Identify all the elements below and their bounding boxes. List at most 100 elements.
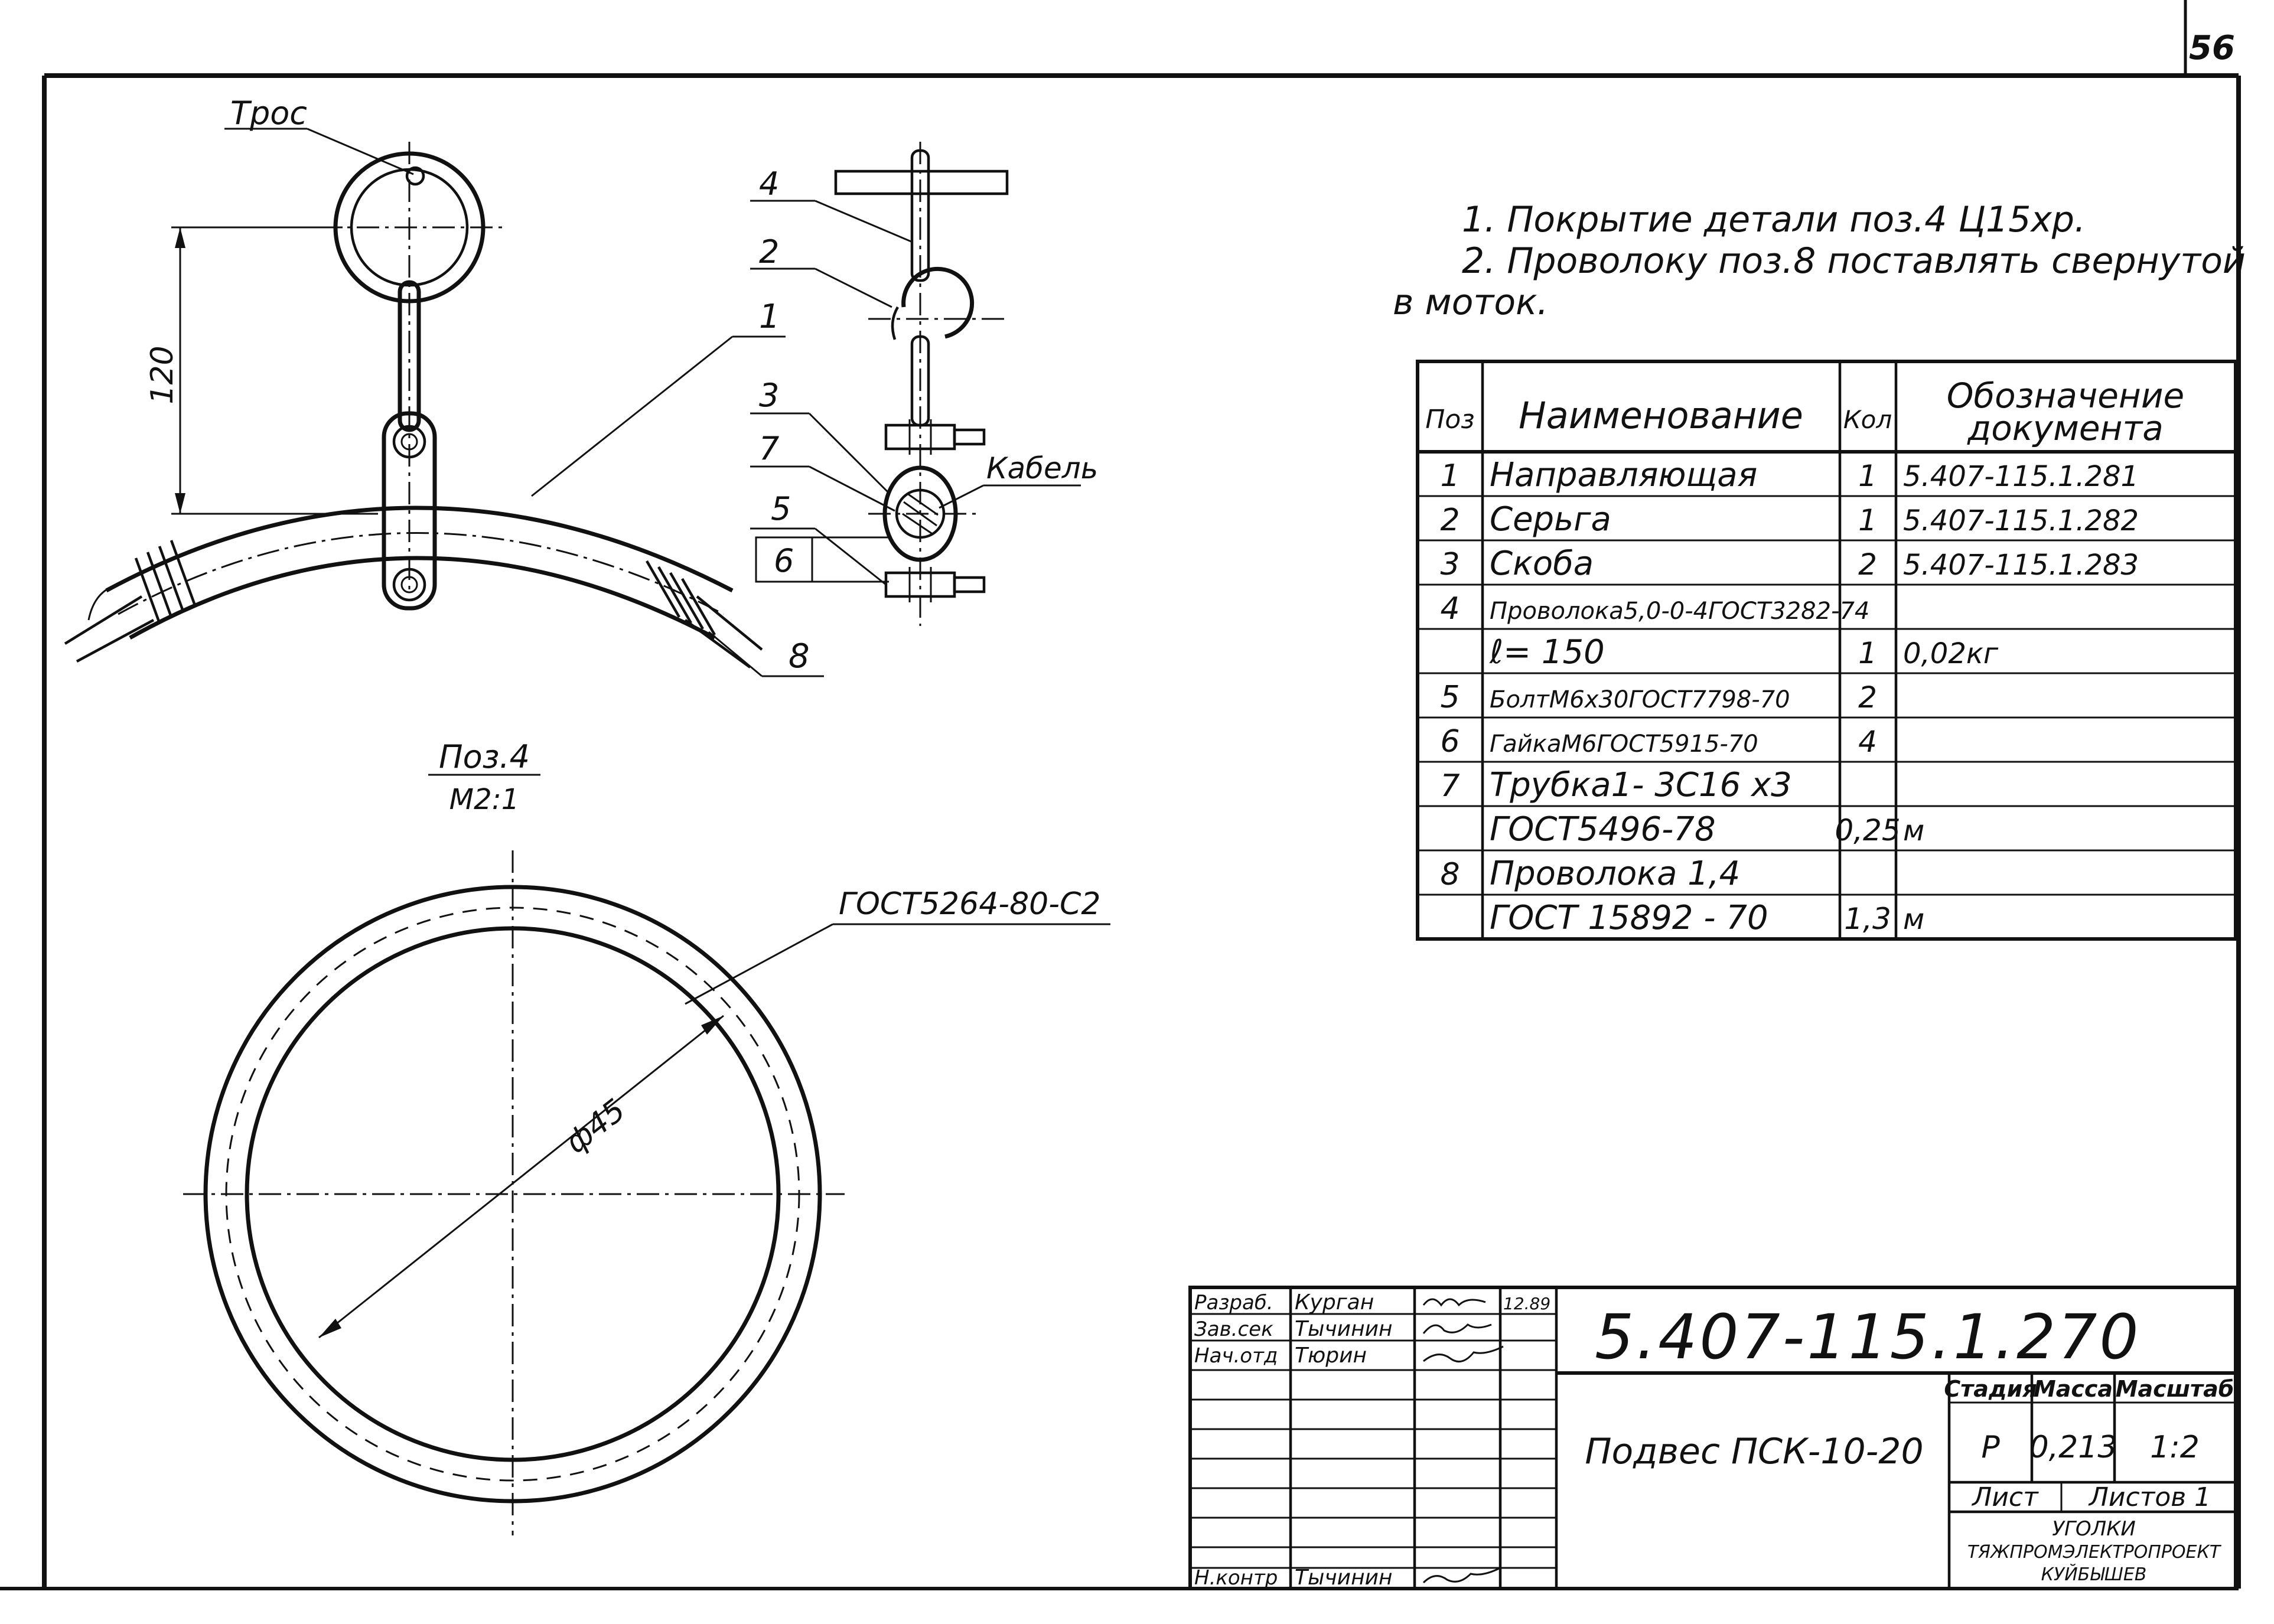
leader-2: 2 <box>759 233 779 270</box>
main-view: Трос <box>64 94 824 677</box>
note-3: в моток. <box>1393 282 1548 323</box>
cell-pos: 1 <box>1440 458 1459 494</box>
mass-label: Масса <box>2034 1376 2113 1402</box>
stage-value: Р <box>1981 1430 2000 1465</box>
leader-6: 6 <box>774 542 794 579</box>
cell-qty: 1 <box>1858 503 1877 537</box>
col-header-doc-2: документа <box>1967 408 2164 448</box>
cell-doc: 5.407-115.1.283 <box>1903 549 2139 582</box>
signer-role: Нач.отд <box>1194 1344 1278 1368</box>
material-label: ГОСТ5264-80-С2 <box>839 886 1100 922</box>
cell-name: ГОСТ5496-78 <box>1490 810 1716 849</box>
hanger-link <box>398 280 421 432</box>
table-row: 2 Серьга 1 5.407-115.1.282 <box>1440 500 2139 539</box>
mass-value: 0,213 <box>2029 1430 2117 1465</box>
stage-label: Стадия <box>1944 1376 2037 1402</box>
cell-pos: 4 <box>1440 591 1459 627</box>
cell-qty: 1,3 <box>1844 902 1891 936</box>
col-header-pos: Поз <box>1425 405 1474 435</box>
cell-qty: 0,25 <box>1835 813 1900 847</box>
cell-qty: 2 <box>1858 547 1877 582</box>
signer-name: Тычинин <box>1295 1317 1393 1341</box>
signatures <box>1422 1298 1504 1584</box>
cable-label: Кабель <box>986 451 1098 485</box>
sheet-label: Лист <box>1971 1482 2039 1512</box>
cell-doc: 5.407-115.1.281 <box>1903 460 2139 493</box>
cell-pos: 6 <box>1440 724 1459 759</box>
drawing-title: Подвес ПСК-10-20 <box>1585 1431 1923 1472</box>
wire-pos4 <box>910 149 930 282</box>
cell-pos: 8 <box>1440 857 1459 892</box>
leader-1: 1 <box>759 298 780 336</box>
signer-role: Н.контр <box>1194 1566 1278 1590</box>
cell-name: ГОСТ 15892 - 70 <box>1490 899 1768 937</box>
side-view: 4 2 3 7 5 6 Кабель <box>750 142 1098 626</box>
org-line-3: КУЙБЫШЕВ <box>2041 1564 2147 1585</box>
table-row: 5 БолтМ6х30ГОСТ7798-70 2 <box>1440 680 1876 715</box>
cell-qty: 1 <box>1858 636 1877 670</box>
notes: 1. Покрытие детали поз.4 Ц15хр. 2. Прово… <box>1393 199 2246 323</box>
cell-doc: м <box>1903 903 1924 936</box>
cell-name: Серьга <box>1490 500 1611 539</box>
cell-name: Проволока 1,4 <box>1490 855 1740 893</box>
signer-row: Н.контр Тычинин <box>1194 1566 1393 1590</box>
leader-4: 4 <box>759 165 779 203</box>
table-row: 8 Проволока 1,4 <box>1440 855 1740 893</box>
cell-name: Проволока5,0-0-4ГОСТ3282-74 <box>1490 598 1869 625</box>
dim-120: 120 <box>145 345 180 404</box>
spec-table: Поз Наименование Кол Обозначение докумен… <box>1416 360 2237 941</box>
cell-name: Скоба <box>1490 544 1594 583</box>
signer-row: Нач.отд Тюрин <box>1194 1343 1367 1368</box>
signer-name: Курган <box>1295 1290 1374 1315</box>
detail-title: Поз.4 <box>439 738 530 775</box>
scale-label: Масштаб <box>2116 1376 2234 1402</box>
sheets-label: Листов 1 <box>2088 1482 2211 1512</box>
col-header-doc-1: Обозначение <box>1947 376 2184 416</box>
signer-role: Зав.сек <box>1194 1318 1273 1341</box>
cell-name: БолтМ6х30ГОСТ7798-70 <box>1490 686 1790 713</box>
signer-name: Тычинин <box>1295 1566 1393 1590</box>
cell-name: ГайкаМ6ГОСТ5915-70 <box>1490 731 1758 758</box>
org-line-2: ТЯЖПРОМЭЛЕКТРОПРОЕКТ <box>1967 1542 2222 1563</box>
cell-doc: 5.407-115.1.282 <box>1903 504 2139 537</box>
cell-qty: 4 <box>1858 725 1877 759</box>
table-row: 3 Скоба 2 5.407-115.1.283 <box>1440 544 2139 583</box>
cell-pos: 5 <box>1440 680 1459 715</box>
col-header-name: Наименование <box>1519 394 1803 437</box>
cell-name: Направляющая <box>1490 456 1757 494</box>
leader-3: 3 <box>759 377 779 414</box>
leader-5: 5 <box>771 490 791 527</box>
leader-8: 8 <box>789 637 810 676</box>
cell-pos: 2 <box>1440 503 1459 538</box>
note-1: 1. Покрытие детали поз.4 Ц15хр. <box>1462 199 2086 240</box>
col-header-qty: Кол <box>1843 405 1892 434</box>
cell-pos: 7 <box>1440 768 1459 804</box>
note-2: 2. Проволоку поз.8 поставлять свернутой <box>1462 240 2246 282</box>
cell-pos: 3 <box>1440 547 1459 582</box>
table-row: 4 Проволока5,0-0-4ГОСТ3282-74 <box>1440 591 1869 627</box>
signer-name: Тюрин <box>1295 1343 1367 1368</box>
rope-section <box>405 166 425 186</box>
cell-qty: 2 <box>1858 680 1877 715</box>
spec-rows: 1 Направляющая 1 5.407-115.1.281 2 Серьга 1 5.4… <box>1440 456 2139 937</box>
table-row: ℓ= 150 1 0,02кг <box>1489 633 1999 671</box>
table-row: 6 ГайкаМ6ГОСТ5915-70 4 <box>1440 724 1876 759</box>
detail-scale: М2:1 <box>449 783 520 816</box>
sheet-number: 56 <box>2189 29 2235 67</box>
detail-view: Поз.4 М2:1 ф45 ГОСТ5264-80-С2 <box>183 738 1110 1535</box>
wire-wrap-right <box>646 560 716 636</box>
cell-doc: 0,02кг <box>1903 637 1999 670</box>
scale-value: 1:2 <box>2150 1430 2200 1465</box>
signer-date: 12.89 <box>1503 1294 1550 1313</box>
cell-name: ℓ= 150 <box>1489 633 1605 671</box>
table-row: 1 Направляющая 1 5.407-115.1.281 <box>1440 456 2139 494</box>
tros-label: Трос <box>230 94 307 132</box>
org-line-1: УГОЛКИ <box>2052 1517 2136 1541</box>
wire-wrap-left <box>134 540 197 624</box>
cell-name: Трубка1- 3С16 х3 <box>1490 766 1792 804</box>
doc-code: 5.407-115.1.270 <box>1595 1301 2141 1373</box>
cell-qty: 1 <box>1858 459 1877 493</box>
signer-row: Зав.сек Тычинин <box>1194 1317 1393 1341</box>
